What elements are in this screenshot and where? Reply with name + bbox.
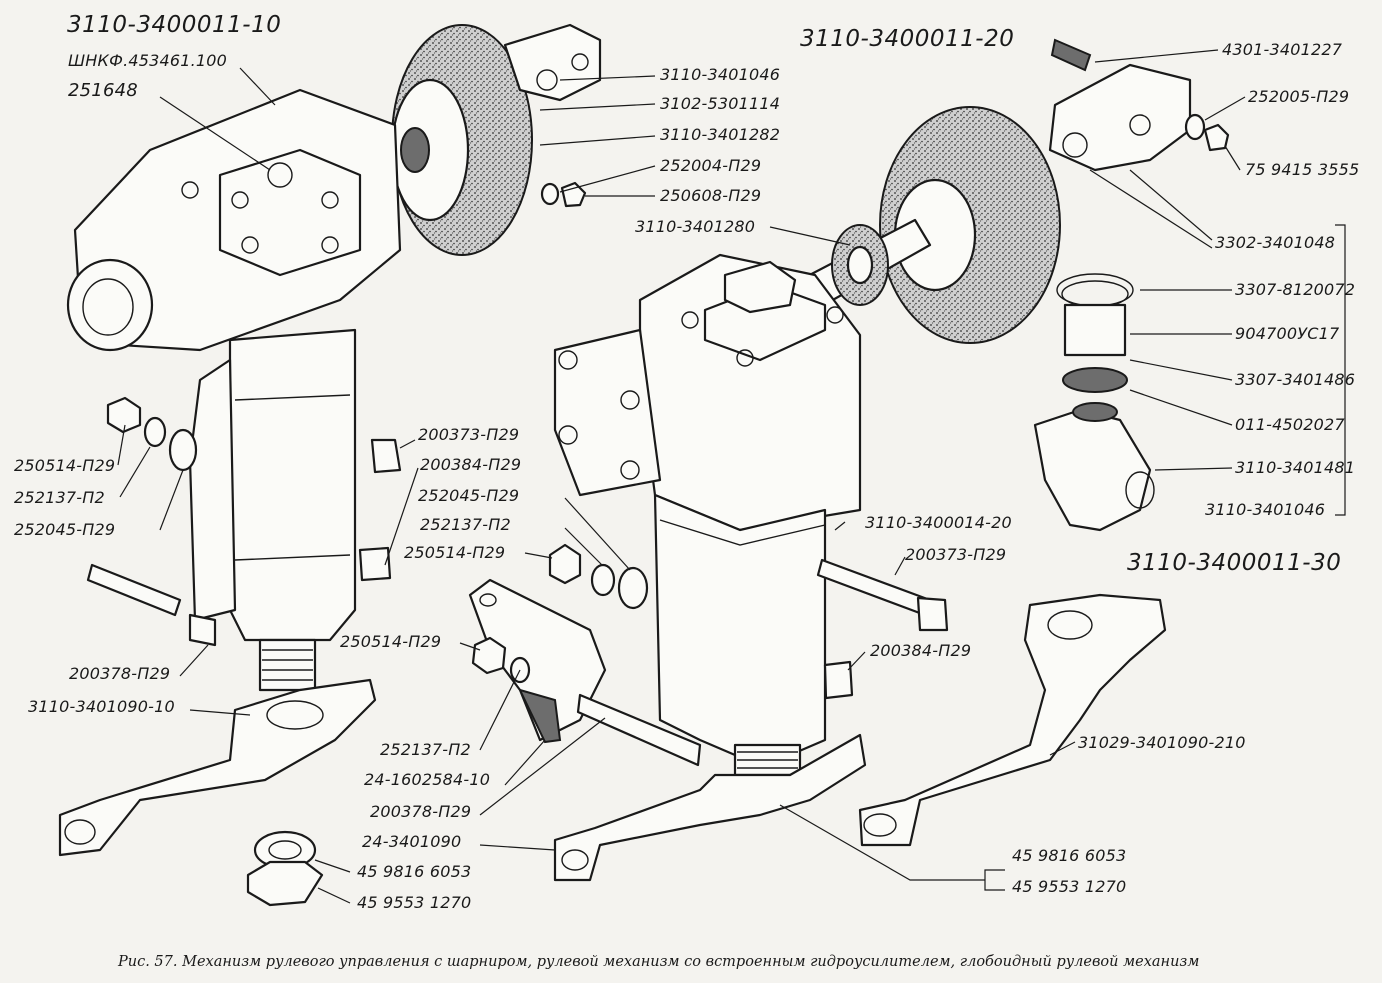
label-3302-3401048: 3302-3401048 — [1215, 233, 1336, 252]
label-3102-5301114: 3102-5301114 — [660, 94, 781, 113]
figure-caption: Рис. 57. Механизм рулевого управления с … — [118, 954, 1200, 970]
label-250608: 250608-П29 — [660, 186, 762, 205]
label-3307-3401486: 3307-3401486 — [1235, 370, 1356, 389]
label-45-9553-1270-right: 45 9553 1270 — [1012, 877, 1127, 896]
pitman-arm-31029 — [858, 593, 1167, 847]
label-252137-left: 252137-П2 — [14, 488, 105, 507]
label-3110-3401481: 3110-3401481 — [1235, 458, 1356, 477]
label-200378-left: 200378-П29 — [69, 664, 171, 683]
label-3110-3401046-top: 3110-3401046 — [660, 65, 781, 84]
label-252005: 252005-П29 — [1248, 87, 1350, 106]
label-3110-3400014-20: 3110-3400014-20 — [865, 513, 1012, 532]
nut-250514-left — [106, 396, 142, 434]
label-24-1602584-10: 24-1602584-10 — [364, 770, 491, 789]
pitman-arm-24-3401090 — [553, 733, 867, 882]
label-200378-low: 200378-П29 — [370, 802, 472, 821]
label-45-9816-6053-left: 45 9816 6053 — [357, 862, 472, 881]
leader-lines — [117, 49, 1346, 904]
nut-45-9553-left — [246, 860, 324, 907]
label-200384-right: 200384-П29 — [870, 641, 972, 660]
label-31029-3401090-210: 31029-3401090-210 — [1078, 733, 1246, 752]
label-251648: 251648 — [68, 80, 138, 101]
label-3110-3401090-10: 3110-3401090-10 — [28, 697, 175, 716]
label-252137-low: 252137-П2 — [380, 740, 471, 759]
label-904700us17: 904700УС17 — [1235, 324, 1340, 343]
bolt-200373-right — [816, 558, 932, 617]
label-shnkf: ШНКФ.453461.100 — [68, 51, 228, 70]
steering-gear-20 — [468, 106, 1061, 882]
column-left — [228, 328, 357, 642]
label-45-9553-1270-left: 45 9553 1270 — [357, 893, 472, 912]
label-45-9816-6053-right: 45 9816 6053 — [1012, 846, 1127, 865]
label-200384-left: 200384-П29 — [420, 455, 522, 474]
label-3110-3401046-right: 3110-3401046 — [1205, 500, 1326, 519]
universal-joint-left — [503, 23, 602, 102]
label-200373-right: 200373-П29 — [905, 545, 1007, 564]
label-3110-3401280: 3110-3401280 — [635, 217, 756, 236]
label-75-9415-3555: 75 9415 3555 — [1245, 160, 1360, 179]
assembly-number-10: 3110-3400011-10 — [67, 12, 282, 38]
bolt-200378-low — [576, 693, 702, 767]
label-011-4502027: 011-4502027 — [1235, 415, 1345, 434]
column-middle — [653, 493, 827, 757]
steering-gear-10 — [58, 23, 602, 907]
bolt-200378-left — [86, 563, 182, 617]
label-24-3401090: 24-3401090 — [362, 832, 462, 851]
side-cover-middle — [553, 328, 662, 497]
label-250514-mid: 250514-П29 — [404, 543, 506, 562]
assembly-number-30: 3110-3400011-30 — [1127, 550, 1342, 576]
label-252045-left: 252045-П29 — [14, 520, 116, 539]
label-3307-8120072: 3307-8120072 — [1235, 280, 1356, 299]
nut-250514-mid — [548, 543, 582, 585]
label-250514-left: 250514-П29 — [14, 456, 116, 475]
assembly-number-20: 3110-3400011-20 — [800, 26, 1015, 52]
label-200373-left: 200373-П29 — [418, 425, 520, 444]
joint-body-3110-3401481 — [1033, 408, 1152, 532]
label-252137-mid: 252137-П2 — [420, 515, 511, 534]
pitman-arm-left — [58, 678, 377, 857]
label-4301-3401227: 4301-3401227 — [1222, 40, 1343, 59]
washer-252045-left — [168, 428, 198, 472]
label-250514-low: 250514-П29 — [340, 632, 442, 651]
label-252004: 252004-П29 — [660, 156, 762, 175]
washer-252137-left — [143, 416, 167, 448]
universal-joint-right — [1033, 38, 1230, 532]
label-3110-3401282: 3110-3401282 — [660, 125, 781, 144]
label-252045-mid: 252045-П29 — [418, 486, 520, 505]
